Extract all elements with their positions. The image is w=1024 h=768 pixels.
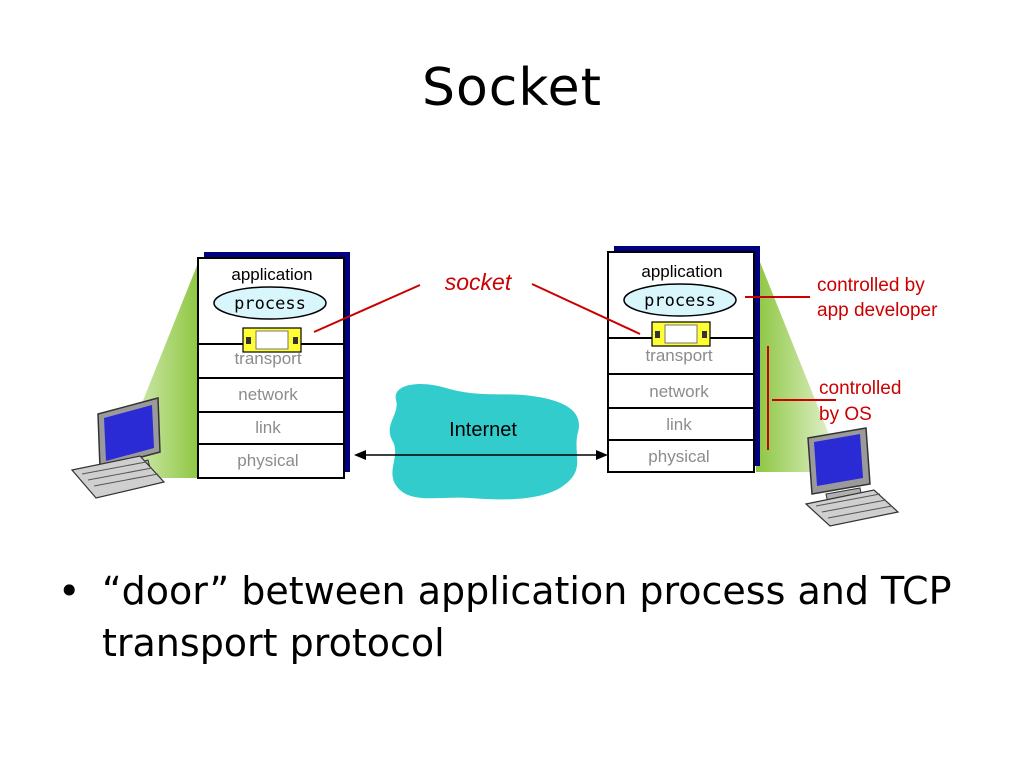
left-process-label: process [234,294,306,314]
connection-arrow [354,450,608,460]
right-process-ellipse [623,283,737,317]
left-application-label: application [231,265,312,284]
left-socket-box [242,327,302,353]
internet-label: Internet [449,419,517,441]
app-developer-annotation-line2: app developer [817,300,938,321]
right-socket-box [651,321,711,347]
right-host-wedge [756,252,844,472]
right-physical-label: physical [648,447,709,466]
right-computer-icon [804,427,900,527]
os-annotation-line2: by OS [819,404,872,425]
bullet-dot: • [58,569,81,613]
right-application-label: application [641,262,722,281]
left-link-label: link [255,418,281,437]
app-developer-annotation-line1: controlled by [817,275,925,296]
right-transport-label: transport [645,346,712,365]
os-annotation-line1: controlled [819,378,901,399]
right-network-label: network [649,382,709,401]
slide-title: Socket [421,58,603,118]
left-network-label: network [238,385,298,404]
right-process-label: process [644,291,716,311]
left-physical-label: physical [237,451,298,470]
bullet-item: • “door” between application process and… [58,565,978,669]
internet-cloud [389,384,579,500]
left-transport-label: transport [234,349,301,368]
left-computer-icon [70,397,166,499]
right-link-label: link [666,415,692,434]
right-protocol-stack: application process transport network li… [607,246,760,473]
socket-pointer-right [531,283,641,335]
bullet-text: “door” between application process and T… [102,569,952,665]
left-process-ellipse [213,286,327,320]
socket-label: socket [445,269,513,295]
socket-pointer-left [313,284,421,333]
left-protocol-stack: application process transport network li… [197,252,350,479]
